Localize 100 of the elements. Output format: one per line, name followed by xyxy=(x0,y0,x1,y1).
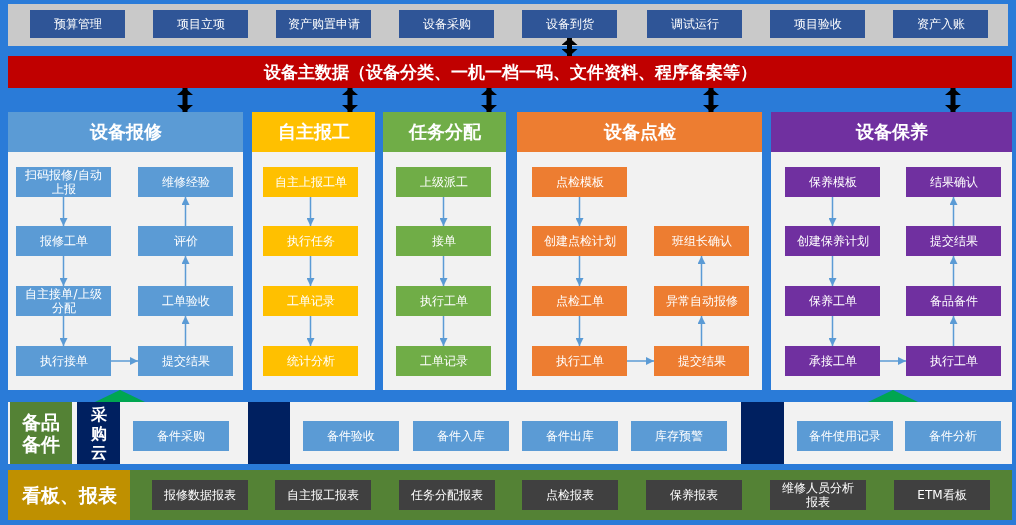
arrow xyxy=(439,196,448,227)
process-box: 扫码报修/自动上报 xyxy=(16,167,111,197)
module-panel xyxy=(8,112,243,390)
panel-heading: 设备点检 xyxy=(517,112,762,152)
master-data-banner: 设备主数据（设备分类、一机一档一码、文件资料、程序备案等） xyxy=(8,56,1012,88)
panel-heading: 设备报修 xyxy=(8,112,243,152)
category-label: 看板、报表 xyxy=(8,470,130,520)
process-box: 执行工单 xyxy=(396,286,491,316)
process-box: 备件验收 xyxy=(303,421,399,451)
arrow xyxy=(626,357,655,365)
process-box: 资产入账 xyxy=(893,10,988,38)
process-box: 库存预警 xyxy=(631,421,727,451)
arrow xyxy=(697,255,706,287)
module-panel xyxy=(771,112,1012,390)
report-box: 维修人员分析报表 xyxy=(770,480,866,510)
process-box: 执行工单 xyxy=(532,346,627,376)
arrow xyxy=(95,389,145,403)
arrow xyxy=(949,315,958,347)
category-label: 备品备件 xyxy=(10,402,72,464)
process-box: 项目立项 xyxy=(153,10,248,38)
arrow xyxy=(697,315,706,347)
process-box: 执行工单 xyxy=(906,346,1001,376)
process-box: 项目验收 xyxy=(770,10,865,38)
spare-parts-band xyxy=(8,402,1012,464)
module-panel xyxy=(517,112,762,390)
process-box: 工单验收 xyxy=(138,286,233,316)
arrow xyxy=(59,196,68,227)
arrow xyxy=(828,255,837,287)
system-label xyxy=(741,402,784,464)
process-box: 上级派工 xyxy=(396,167,491,197)
arrow xyxy=(945,88,961,112)
process-box: 统计分析 xyxy=(263,346,358,376)
process-box: 工单记录 xyxy=(263,286,358,316)
panel-heading: 任务分配 xyxy=(383,112,506,152)
process-box: 备件出库 xyxy=(522,421,618,451)
report-box: ETM看板 xyxy=(894,480,990,510)
arrow xyxy=(181,255,190,287)
process-box: 执行接单 xyxy=(16,346,111,376)
process-box: 提交结果 xyxy=(906,226,1001,256)
system-label: 采购云 xyxy=(77,402,120,464)
arrow xyxy=(439,255,448,287)
process-box: 执行任务 xyxy=(263,226,358,256)
process-box: 备件分析 xyxy=(905,421,1001,451)
arrow xyxy=(306,255,315,287)
process-box: 工单记录 xyxy=(396,346,491,376)
arrow xyxy=(575,255,584,287)
arrow xyxy=(828,196,837,227)
arrow xyxy=(575,196,584,227)
process-box: 评价 xyxy=(138,226,233,256)
arrow xyxy=(181,315,190,347)
arrow xyxy=(59,255,68,287)
process-box: 提交结果 xyxy=(654,346,749,376)
process-box: 预算管理 xyxy=(30,10,125,38)
arrow xyxy=(703,88,719,112)
arrow xyxy=(181,196,190,227)
arrow xyxy=(177,88,193,112)
arrow xyxy=(949,196,958,227)
process-box: 备品备件 xyxy=(906,286,1001,316)
module-panel xyxy=(252,112,375,390)
arrow xyxy=(306,196,315,227)
arrow xyxy=(306,315,315,347)
arrow xyxy=(481,88,497,112)
process-box: 接单 xyxy=(396,226,491,256)
process-box: 异常自动报修 xyxy=(654,286,749,316)
process-box: 备件采购 xyxy=(133,421,229,451)
process-box: 创建点检计划 xyxy=(532,226,627,256)
arrow xyxy=(949,255,958,287)
arrow xyxy=(439,315,448,347)
module-panel xyxy=(383,112,506,390)
arrow xyxy=(879,357,907,365)
phase-band xyxy=(8,4,1008,46)
process-box: 自主上报工单 xyxy=(263,167,358,197)
process-box: 提交结果 xyxy=(138,346,233,376)
process-box: 调试运行 xyxy=(647,10,742,38)
panel-heading: 自主报工 xyxy=(252,112,375,152)
process-box: 设备采购 xyxy=(399,10,494,38)
report-band xyxy=(8,470,1012,520)
process-box: 班组长确认 xyxy=(654,226,749,256)
process-box: 承接工单 xyxy=(785,346,880,376)
process-box: 保养工单 xyxy=(785,286,880,316)
process-box: 点检工单 xyxy=(532,286,627,316)
report-box: 任务分配报表 xyxy=(399,480,495,510)
process-box: 点检模板 xyxy=(532,167,627,197)
arrow xyxy=(110,357,139,365)
process-box: 设备到货 xyxy=(522,10,617,38)
process-box: 备件使用记录 xyxy=(797,421,893,451)
arrow xyxy=(561,38,578,56)
report-box: 报修数据报表 xyxy=(152,480,248,510)
arrow xyxy=(868,389,918,403)
system-label xyxy=(248,402,290,464)
report-box: 点检报表 xyxy=(522,480,618,510)
report-box: 保养报表 xyxy=(646,480,742,510)
arrow xyxy=(575,315,584,347)
process-box: 保养模板 xyxy=(785,167,880,197)
arrow xyxy=(59,315,68,347)
process-box: 自主接单/上级分配 xyxy=(16,286,111,316)
process-box: 报修工单 xyxy=(16,226,111,256)
report-box: 自主报工报表 xyxy=(275,480,371,510)
panel-heading: 设备保养 xyxy=(771,112,1012,152)
arrow xyxy=(828,315,837,347)
